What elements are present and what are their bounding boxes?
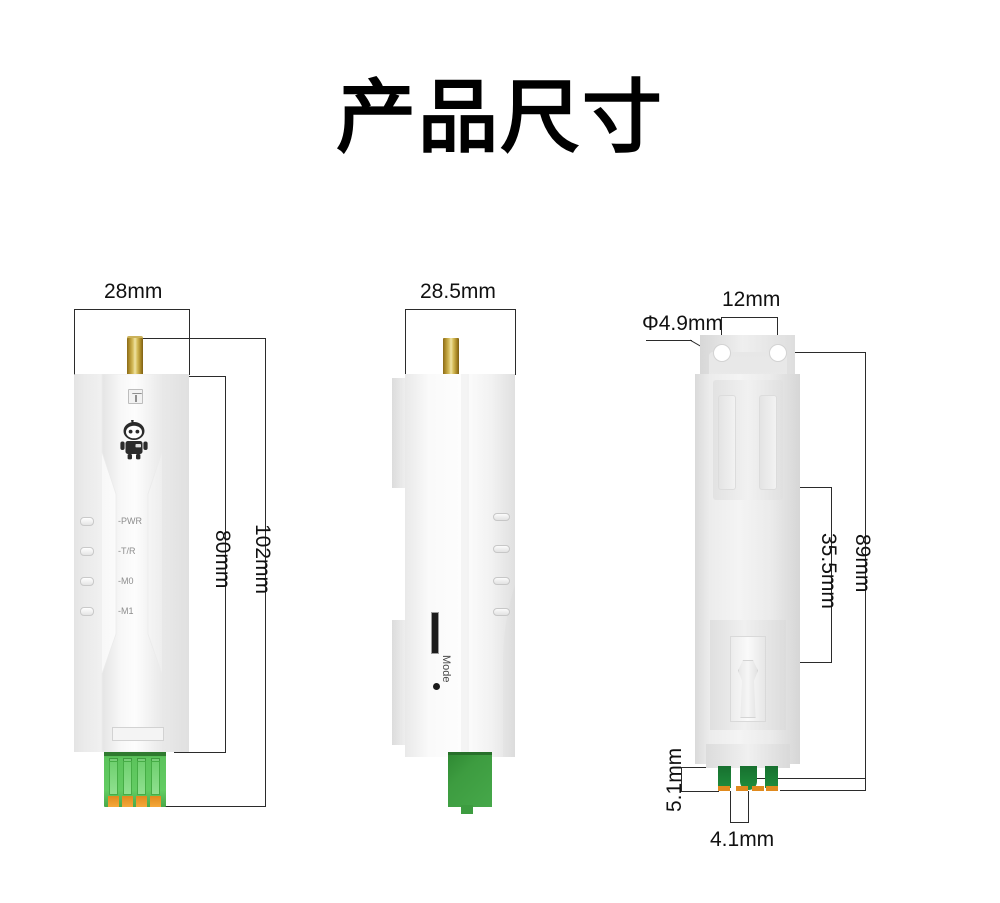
led-pipe-4 [493, 608, 510, 616]
robot-logo-icon [120, 420, 148, 460]
dim-label-hole-diameter: Φ4.9mm [642, 312, 723, 335]
dim-28-5mm-tick-right [515, 309, 516, 375]
led-indicator-m1 [80, 607, 94, 616]
dim-89mm-ext-top [776, 352, 866, 353]
pcb-pad-right [765, 766, 778, 788]
pcb-contact-4 [766, 786, 778, 791]
terminal-pin-3 [136, 796, 147, 807]
dim-28mm-tick-left [74, 309, 75, 375]
led-indicator-tr [80, 547, 94, 556]
led-pipe-1 [493, 513, 510, 521]
dim-28-5mm-tick-left [405, 309, 406, 375]
dim-label-4-1mm: 4.1mm [710, 828, 775, 851]
config-slot [431, 612, 439, 654]
terminal-slot-3 [137, 761, 146, 795]
antenna-icon [128, 389, 143, 404]
mode-button-label: Mode [440, 655, 452, 683]
page-title: 产品尺寸 [336, 71, 664, 164]
dim-label-28-5mm: 28.5mm [420, 280, 496, 303]
dim-label-5-1mm: 5.1mm [663, 747, 686, 812]
dim-89mm-line [865, 352, 866, 791]
mount-ear-top [392, 378, 407, 488]
dim-28mm-line [74, 309, 189, 310]
dim-4-1mm-tick-left [730, 791, 731, 823]
terminal-pin-2 [122, 796, 133, 807]
terminal-slot-1 [109, 761, 118, 795]
terminal-slot-2 [123, 761, 132, 795]
dim-4-1mm-tick-right [748, 791, 749, 823]
led-label-tr: -T/R [118, 546, 136, 556]
mounting-hole-left [713, 344, 731, 362]
led-pipe-3 [493, 577, 510, 585]
pcb-pad-left [718, 766, 731, 788]
rear-connector-pcb [714, 766, 782, 792]
rear-vent-slot-right [759, 395, 777, 490]
antenna-connector [127, 338, 143, 376]
rear-vent-slot-left [718, 395, 736, 490]
dim-12mm-line [721, 317, 777, 318]
terminal-foot-side [461, 805, 473, 814]
led-label-m0: -M0 [118, 576, 134, 586]
side-view: 28.5mm [330, 0, 630, 903]
dim-5-1mm-ext-top [681, 767, 719, 768]
pcb-contact-3 [752, 786, 764, 791]
led-indicator-m0 [80, 577, 94, 586]
dim-label-28mm: 28mm [104, 280, 163, 303]
dim-label-102mm: 102mm [251, 524, 274, 595]
dim-label-89mm: 89mm [851, 534, 874, 593]
dim-28-5mm-line [405, 309, 515, 310]
dim-5-1mm-ext-bottom [681, 791, 719, 792]
terminal-pin-1 [108, 796, 119, 807]
nameplate [112, 727, 164, 741]
rear-view: Φ4.9mm 12mm 89mm 35.5mm 5.1mm 4.1mm [640, 0, 1000, 903]
terminal-lip-side [448, 752, 492, 757]
pcb-pad-center [740, 766, 757, 790]
dim-35-5mm-ext-bottom [792, 662, 832, 663]
dim-28mm-tick-right [189, 309, 190, 375]
mount-ear-bottom [392, 620, 407, 745]
dim-80mm-ext-top [174, 376, 226, 377]
dim-89mm-ext-bottom [780, 790, 866, 791]
dim-102mm-ext-bottom [160, 806, 266, 807]
antenna-connector-side [443, 338, 459, 376]
device-body-side [405, 374, 515, 757]
terminal-block-front [104, 752, 166, 807]
led-label-pwr: -PWR [118, 516, 142, 526]
dim-label-35-5mm: 35.5mm [817, 533, 840, 609]
pcb-contact-1 [718, 786, 730, 791]
dim-102mm-line [265, 338, 266, 807]
terminal-slot-4 [151, 761, 160, 795]
dim-35-5mm-line [831, 487, 832, 663]
dim-connector-leader [750, 778, 866, 779]
front-view: 28mm 102mm 80mm [0, 0, 300, 903]
pcb-contact-2 [736, 786, 748, 791]
terminal-top-cap [104, 752, 166, 756]
dim-102mm-ext-top [140, 338, 266, 339]
led-label-m1: -M1 [118, 606, 134, 616]
dim-label-12mm: 12mm [722, 288, 781, 311]
dim-5-1mm-line [681, 767, 682, 791]
dim-label-80mm: 80mm [211, 530, 234, 589]
mode-button[interactable] [433, 683, 440, 690]
dim-4-1mm-line [730, 822, 748, 823]
rear-shell-foot [706, 744, 790, 768]
mounting-hole-right [769, 344, 787, 362]
led-indicator-pwr [80, 517, 94, 526]
dim-80mm-ext-bottom [174, 752, 226, 753]
dim-80mm-line [225, 376, 226, 752]
terminal-pin-4 [150, 796, 161, 807]
terminal-block-side [448, 755, 492, 807]
led-pipe-2 [493, 545, 510, 553]
dim-hole-leader-h [646, 340, 692, 341]
dim-35-5mm-ext-top [792, 487, 832, 488]
